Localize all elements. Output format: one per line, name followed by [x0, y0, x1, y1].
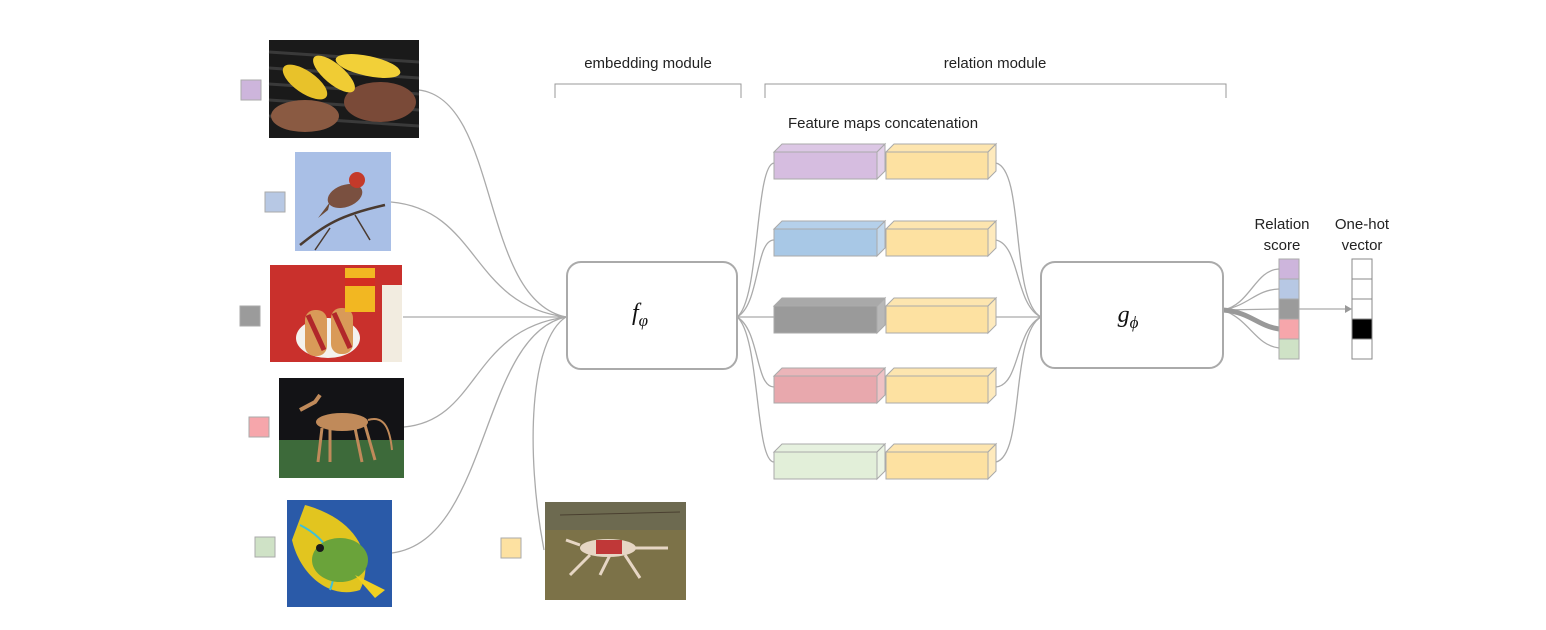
support-image-corn-steak [268, 40, 420, 138]
support-feature-map-1 [772, 142, 887, 181]
support-feature-map-4 [772, 366, 887, 405]
query-class-swatch [500, 537, 522, 559]
relation-score-cell-2 [1278, 278, 1300, 300]
onehot-label-line1: One-hot [1335, 216, 1390, 233]
svg-text:fφ: fφ [632, 300, 648, 330]
onehot-cell-4 [1351, 318, 1373, 340]
relation-score-cell-4 [1278, 318, 1300, 340]
connector-image4-to-f [403, 316, 567, 428]
feature-map-pairs [772, 142, 998, 481]
connector-g-to-score4-thick [1222, 307, 1280, 332]
support-feature-map-2 [772, 219, 887, 258]
connector-f-to-pair5 [736, 316, 775, 463]
g-subscript: ϕ [1130, 313, 1139, 332]
support-image-hot-dog [270, 265, 402, 362]
onehot-cell-1 [1351, 258, 1373, 280]
query-feature-map-3 [884, 296, 998, 335]
query-image-running-dog [545, 502, 686, 600]
connector-image1-to-f [418, 89, 567, 318]
embedding-module-f: fφ [566, 261, 738, 370]
onehot-label-line2: vector [1342, 237, 1383, 254]
connector-pair1-to-g [995, 162, 1042, 318]
arrow-head-icon [1345, 305, 1352, 313]
onehot-cell-3 [1351, 298, 1373, 320]
f-subscript: φ [639, 311, 648, 330]
query-feature-map-4 [884, 366, 998, 405]
onehot-vector-column [1351, 258, 1373, 360]
support-image-saluki-dog [279, 378, 404, 478]
onehot-cell-2 [1351, 278, 1373, 300]
support-class-swatch-3 [239, 305, 261, 327]
support-class-swatch-5 [254, 536, 276, 558]
query-feature-map-2 [884, 219, 998, 258]
relation-score-cell-1 [1278, 258, 1300, 280]
support-class-swatch-1 [240, 79, 262, 101]
connector-image2-to-f [390, 201, 567, 318]
relation-score-column [1278, 258, 1300, 360]
relation-score-label-line1: Relation [1254, 216, 1309, 233]
relation-module-brace [764, 83, 1227, 98]
relation-module-g: gϕ [1040, 261, 1224, 369]
connector-f-to-pair1 [736, 162, 775, 318]
connector-pair2-to-g [995, 239, 1042, 318]
support-class-swatch-4 [248, 416, 270, 438]
query-feature-map-1 [884, 142, 998, 181]
relation-module-label: relation module [944, 55, 1047, 72]
connector-image5-to-f [391, 316, 567, 554]
connector-pair4-to-g [995, 316, 1042, 388]
onehot-cell-5 [1351, 338, 1373, 360]
embedding-module-label: embedding module [584, 55, 712, 72]
relation-score-cell-5 [1278, 338, 1300, 360]
connector-f-to-pair2 [736, 239, 775, 318]
support-feature-map-3 [772, 296, 887, 335]
f-symbol: f [632, 300, 642, 326]
support-image-angelfish [287, 500, 392, 607]
svg-text:gϕ: gϕ [1118, 302, 1139, 332]
query-feature-map-5 [884, 442, 998, 481]
connector-pair5-to-g [995, 316, 1042, 463]
connector-f-to-pair4 [736, 316, 775, 388]
support-class-swatch-2 [264, 191, 286, 213]
relation-score-cell-3 [1278, 298, 1300, 320]
support-image-bird [295, 152, 391, 251]
connector-lines [390, 89, 1345, 554]
embedding-module-brace [554, 83, 742, 98]
feature-maps-concatenation-label: Feature maps concatenation [788, 115, 978, 132]
g-symbol: g [1118, 302, 1130, 328]
relation-score-label-line2: score [1264, 237, 1301, 254]
connector-query-to-f [532, 316, 567, 551]
support-feature-map-5 [772, 442, 887, 481]
